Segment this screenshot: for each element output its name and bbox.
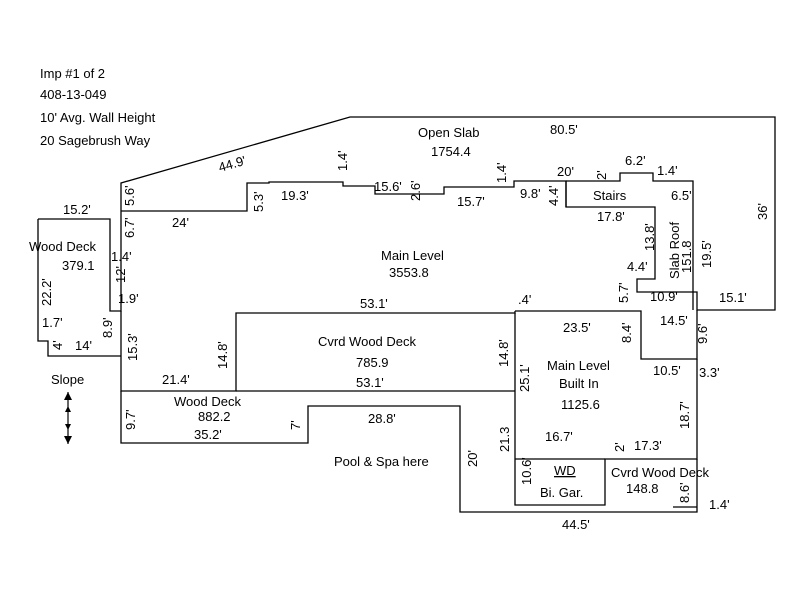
dim-8-9: 8.9' <box>100 317 115 338</box>
built-in-name2: Built In <box>559 376 599 391</box>
dim-14: 14' <box>75 338 92 353</box>
dim-9-6: 9.6' <box>695 323 710 344</box>
pool-label: Pool & Spa here <box>334 454 429 469</box>
dim-23-5: 23.5' <box>563 320 591 335</box>
wood-deck-left-area: 379.1 <box>62 258 95 273</box>
built-in-name: Main Level <box>547 358 610 373</box>
main-level-name: Main Level <box>381 248 444 263</box>
dim-19-3: 19.3' <box>281 188 309 203</box>
dim-14-8b: 14.8' <box>496 339 511 367</box>
dim-8-4: 8.4' <box>619 322 634 343</box>
dim-9-7: 9.7' <box>123 409 138 430</box>
cvrd-deck-right-name: Cvrd Wood Deck <box>611 465 710 480</box>
dim-1-4c: 1.4' <box>657 163 678 178</box>
dim-10-5: 10.5' <box>653 363 681 378</box>
dim-point-4: .4' <box>518 292 531 307</box>
dim-12: 12' <box>113 266 128 283</box>
dim-36: 36' <box>755 203 770 220</box>
dim-28-8: 28.8' <box>368 411 396 426</box>
dim-20a: 20' <box>557 164 574 179</box>
garage-wd-label: WD <box>554 463 576 478</box>
parcel-number: 408-13-049 <box>40 87 107 102</box>
dim-5-6: 5.6' <box>122 185 137 206</box>
dim-5-7: 5.7' <box>616 282 631 303</box>
outline-built-in <box>515 310 698 360</box>
dim-24: 24' <box>172 215 189 230</box>
dim-17-8: 17.8' <box>597 209 625 224</box>
dim-53-1a: 53.1' <box>360 296 388 311</box>
slab-roof-name: Slab Roof <box>667 222 682 279</box>
dim-3-3: 3.3' <box>699 365 720 380</box>
dim-1-7: 1.7' <box>42 315 63 330</box>
open-slab-area: 1754.4 <box>431 144 471 159</box>
wood-deck-bottom-name: Wood Deck <box>174 394 241 409</box>
outline-main-level-bottom <box>120 311 516 392</box>
cvrd-deck-center-name: Cvrd Wood Deck <box>318 334 417 349</box>
dim-10-6: 10.6' <box>519 457 534 485</box>
dim-21-4: 21.4' <box>162 372 190 387</box>
outline-built-in-lower <box>514 313 698 506</box>
dim-5-3: 5.3' <box>251 191 266 212</box>
dim-44-5: 44.5' <box>562 517 590 532</box>
dim-35-2: 35.2' <box>194 427 222 442</box>
slope-arrow-icon <box>64 392 72 444</box>
dim-2-6: 2.6' <box>408 180 423 201</box>
garage-label: Bi. Gar. <box>540 485 583 500</box>
dim-9-8: 9.8' <box>520 186 541 201</box>
dim-6-5: 6.5' <box>671 188 692 203</box>
wall-height: 10' Avg. Wall Height <box>40 110 156 125</box>
dim-16-7: 16.7' <box>545 429 573 444</box>
dim-2a: 2' <box>594 170 609 180</box>
dim-1-4a: 1.4' <box>335 150 350 171</box>
outline-left-deck <box>37 219 121 357</box>
dim-53-1b: 53.1' <box>356 375 384 390</box>
open-slab-name: Open Slab <box>418 125 479 140</box>
stairs-label: Stairs <box>593 188 627 203</box>
dim-1-4b: 1.4' <box>494 162 509 183</box>
outline-main-perimeter <box>38 116 776 312</box>
slope-label: Slope <box>51 372 84 387</box>
main-level-area: 3553.8 <box>389 265 429 280</box>
dim-18-7: 18.7' <box>677 401 692 429</box>
dim-2b: 2' <box>612 442 627 452</box>
dim-15-6: 15.6' <box>374 179 402 194</box>
built-in-area: 1125.6 <box>561 397 600 412</box>
dim-15-1: 15.1' <box>719 290 747 305</box>
dim-22-2: 22.2' <box>39 278 54 306</box>
slab-roof-area: 151.8 <box>679 240 694 273</box>
dim-8-6: 8.6' <box>677 482 692 503</box>
dim-19-5: 19.5' <box>699 240 714 268</box>
dim-4-4a: 4.4' <box>546 185 561 206</box>
outline-stairs <box>565 172 694 207</box>
dim-1-4e: 1.4' <box>709 497 730 512</box>
dim-15-2: 15.2' <box>63 202 91 217</box>
dim-44-9: 44.9' <box>217 153 248 175</box>
property-address: 20 Sagebrush Way <box>40 133 151 148</box>
dim-4-4b: 4.4' <box>627 259 648 274</box>
dim-1-4d: 1.4' <box>111 249 132 264</box>
dim-21-3: 21.3 <box>497 427 512 452</box>
dim-7: 7' <box>288 420 303 430</box>
dim-10-9: 10.9' <box>650 289 678 304</box>
wood-deck-left-name: Wood Deck <box>29 239 96 254</box>
dim-15-3: 15.3' <box>125 333 140 361</box>
dim-4: 4' <box>50 340 65 350</box>
improvement-number: Imp #1 of 2 <box>40 66 106 81</box>
dim-25-1: 25.1' <box>517 364 532 392</box>
cvrd-deck-right-area: 148.8 <box>626 481 659 496</box>
dim-17-3: 17.3' <box>634 438 662 453</box>
cvrd-deck-center-area: 785.9 <box>356 355 389 370</box>
dim-20b: 20' <box>465 450 480 467</box>
dim-1-9: 1.9' <box>118 291 139 306</box>
outline-bottom-deck <box>120 391 698 513</box>
dim-80-5: 80.5' <box>550 122 578 137</box>
dim-15-7: 15.7' <box>457 194 485 209</box>
dim-6-2: 6.2' <box>625 153 646 168</box>
wood-deck-bottom-area: 882.2 <box>198 409 231 424</box>
dim-6-7: 6.7' <box>122 217 137 238</box>
dim-14-8a: 14.8' <box>215 341 230 369</box>
dim-14-5: 14.5' <box>660 313 688 328</box>
dim-13-8: 13.8' <box>642 223 657 251</box>
